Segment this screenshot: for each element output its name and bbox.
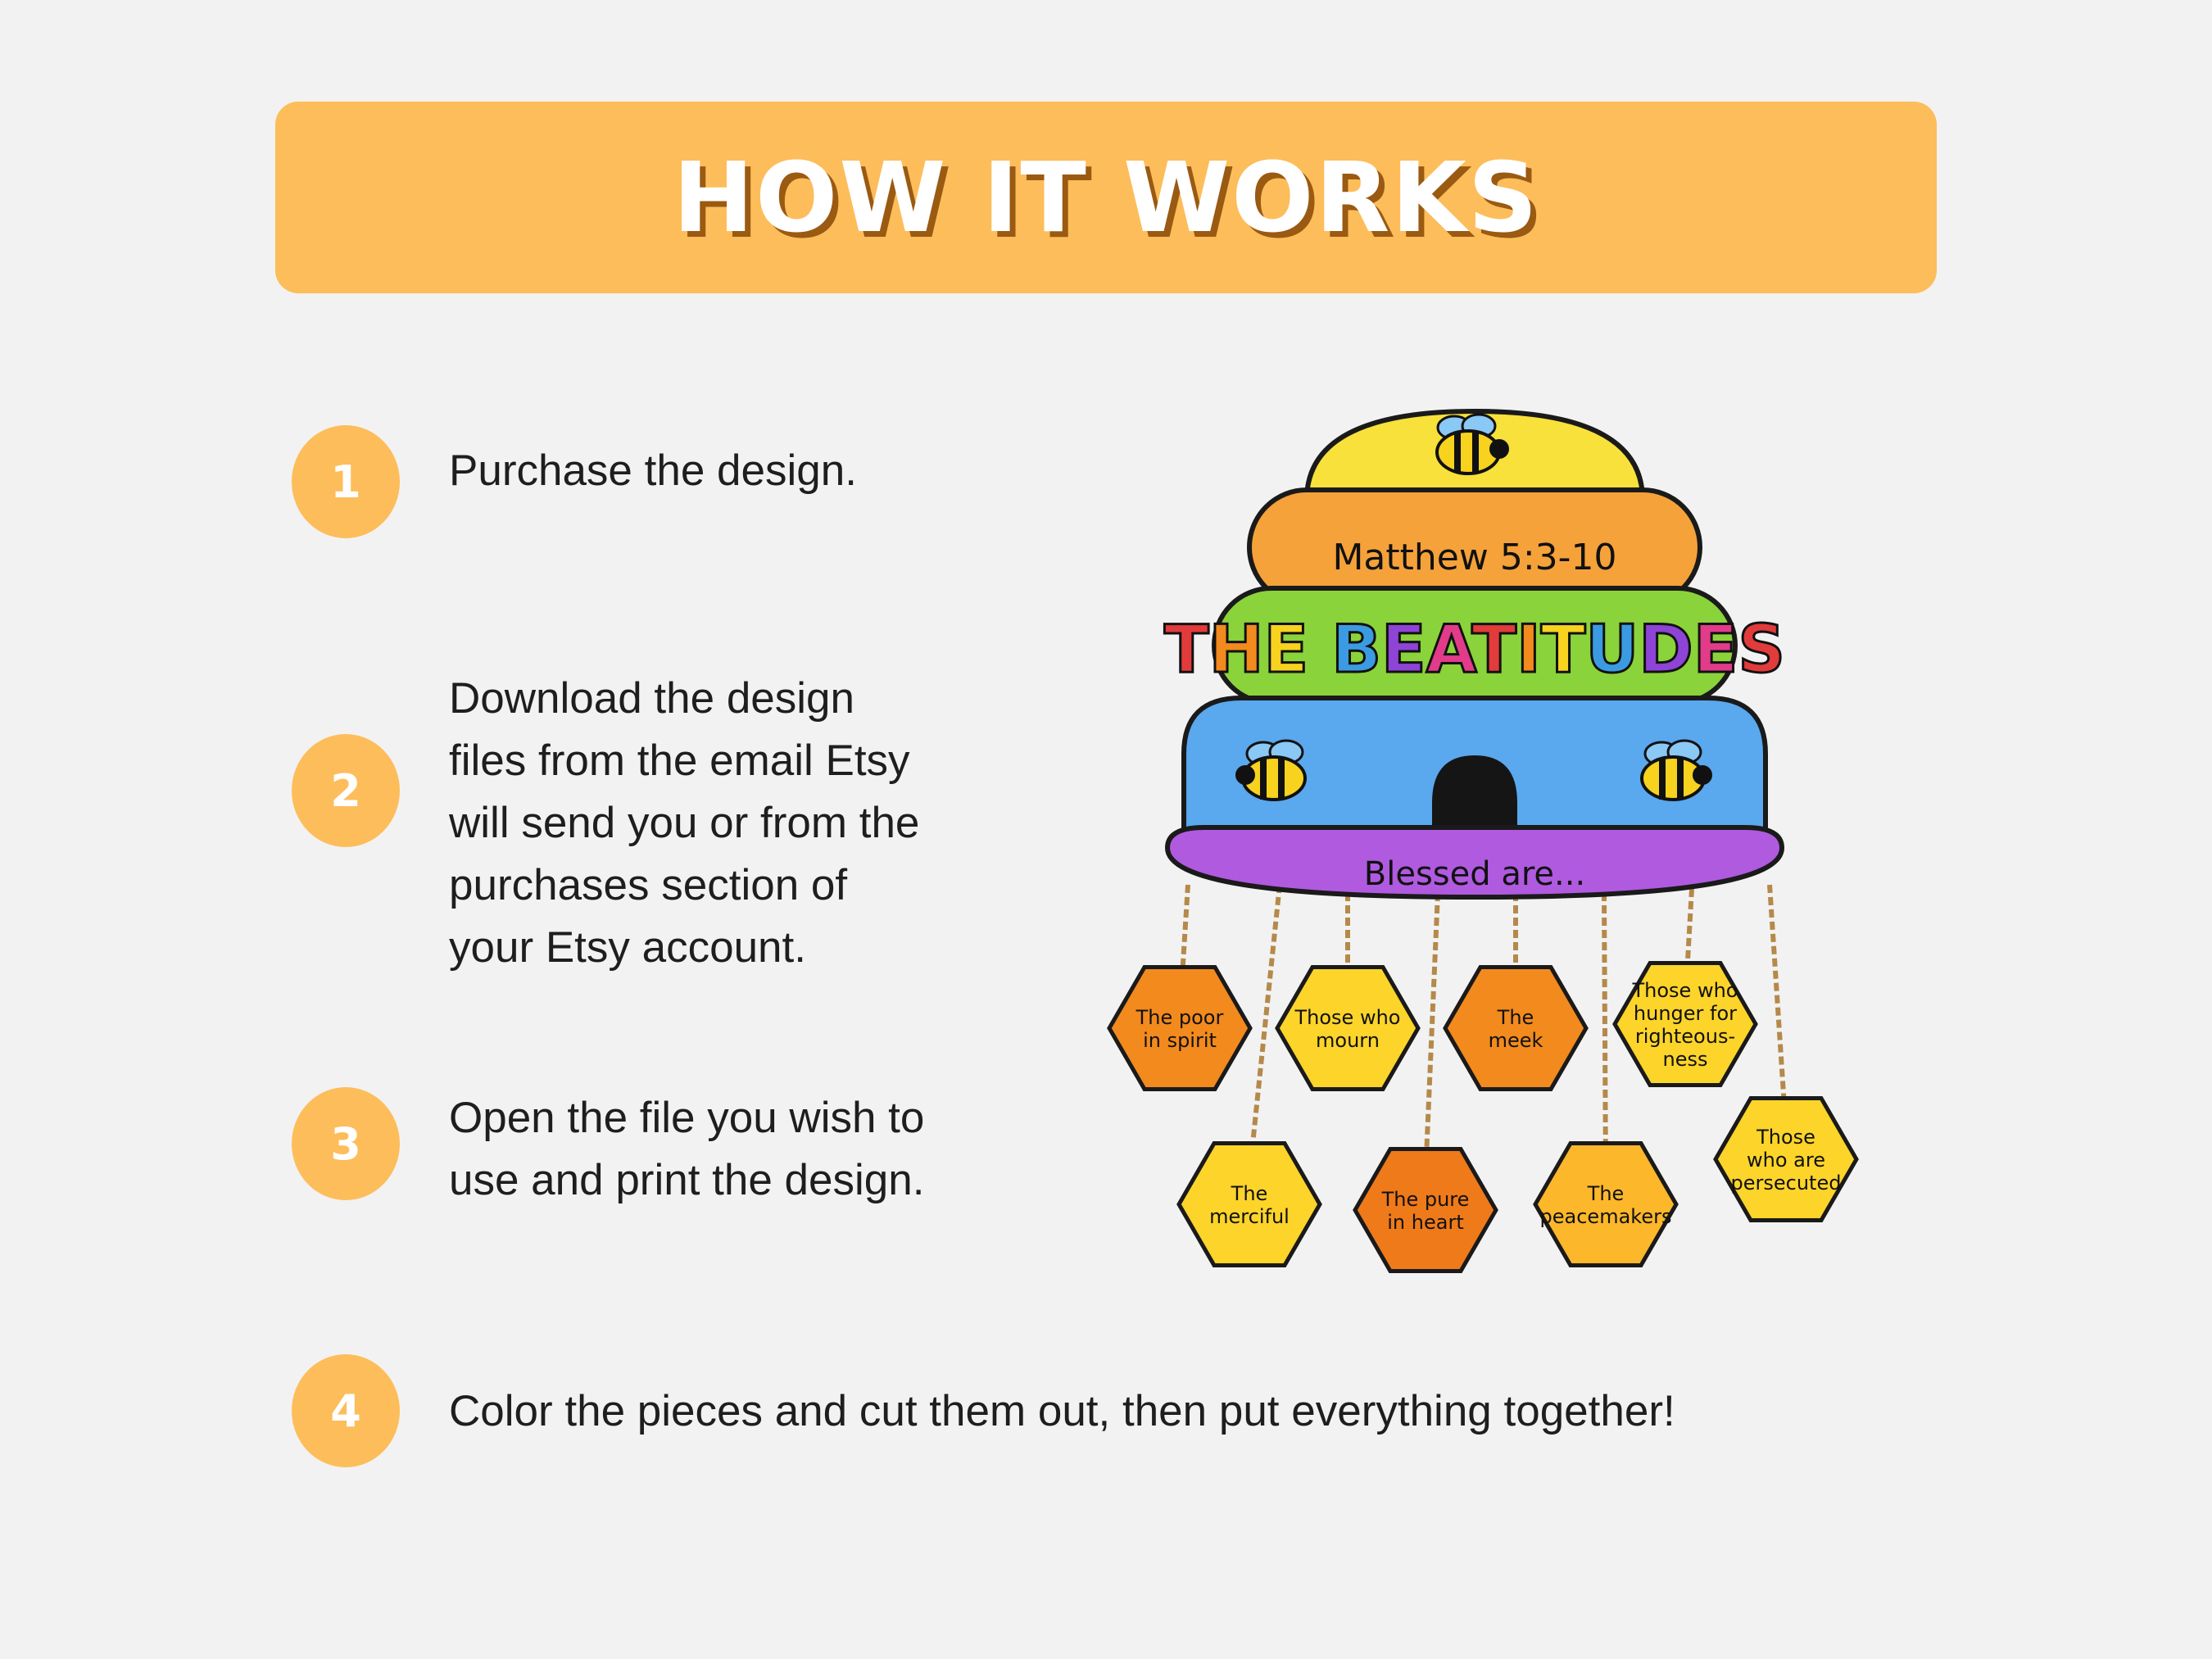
hexagon-label: The [1587, 1182, 1625, 1205]
hexagon-label: who are [1747, 1149, 1825, 1172]
step-3-text: Open the file you wish to use and print … [449, 1087, 924, 1212]
step-3-line: Open the file you wish to [449, 1094, 925, 1142]
hexagon-label: The poor [1135, 1006, 1224, 1029]
craft-title-letter: E [1381, 611, 1426, 687]
hexagon-label: merciful [1209, 1205, 1290, 1228]
hanging-strings [1177, 884, 1788, 1176]
hexagon-label: The [1497, 1006, 1534, 1029]
beehive-craft-illustration: Matthew 5:3-10 THE BEATITUDES Blessed ar… [1107, 408, 1859, 1273]
step-2-line: purchases section of [449, 861, 848, 909]
craft-title-letter: E [1693, 611, 1738, 687]
hexagon-label: Those who [1632, 979, 1738, 1002]
hexagon-shape [1612, 961, 1758, 1087]
craft-title-letter: T [1471, 611, 1516, 687]
step-1-badge: 1 [292, 425, 400, 538]
step-2-badge: 2 [292, 734, 400, 847]
craft-title-letter: B [1331, 611, 1381, 687]
hexagon-label: in spirit [1143, 1029, 1217, 1052]
header-banner: HOW IT WORKS [275, 102, 1937, 293]
craft-title-letter: D [1639, 611, 1693, 687]
hexagon-label: The pure [1381, 1188, 1470, 1211]
craft-title-letter: A [1426, 611, 1477, 687]
craft-title-letter: E [1264, 611, 1309, 687]
bee-icon [1640, 739, 1712, 801]
hexagon-label: ness [1663, 1048, 1708, 1071]
step-2-line: your Etsy account. [449, 923, 806, 972]
craft-title-letter: T [1541, 611, 1586, 687]
hexagon-label: meek [1489, 1029, 1543, 1052]
step-2-line: Download the design [449, 674, 855, 723]
hive-purple-base [1164, 825, 1785, 900]
step-2-line: files from the email Etsy [449, 737, 910, 785]
hexagon-label: in heart [1387, 1211, 1463, 1234]
craft-title-letter: H [1209, 611, 1264, 687]
step-2-line: will send you or from the [449, 799, 920, 847]
hexagon-label: mourn [1316, 1029, 1380, 1052]
hexagon-shape [1713, 1096, 1859, 1222]
hexagon-shape [1176, 1141, 1322, 1267]
verse-label: Matthew 5:3-10 [1332, 537, 1616, 578]
step-3-line: use and print the design. [449, 1156, 925, 1204]
step-4-text: Color the pieces and cut them out, then … [449, 1387, 1675, 1435]
hexagon-label: Those who [1294, 1006, 1401, 1029]
bee-icon [1235, 739, 1307, 801]
hexagon-label: hunger for [1634, 1002, 1737, 1025]
hexagon-label: peacemakers [1540, 1205, 1672, 1228]
step-4-badge: 4 [292, 1354, 400, 1467]
craft-title: THE BEATITUDES [1164, 611, 1785, 687]
hexagon-label: righteous- [1635, 1025, 1735, 1048]
hexagon-label: persecuted [1731, 1172, 1842, 1194]
hexagon-shape [1107, 965, 1253, 1091]
craft-title-letter: S [1738, 611, 1785, 687]
craft-title-letter: I [1516, 611, 1541, 687]
craft-title-letter: U [1585, 611, 1639, 687]
hexagon-shape [1353, 1147, 1498, 1273]
hexagon-shape [1443, 965, 1589, 1091]
hexagon-label: Those [1756, 1126, 1815, 1149]
hexagon-label: The [1231, 1182, 1268, 1205]
craft-title-letter [1308, 611, 1331, 687]
step-3-badge: 3 [292, 1087, 400, 1200]
bee-icon [1435, 413, 1509, 475]
hexagon-shape [1533, 1141, 1679, 1267]
step-2-text: Download the design files from the email… [449, 668, 919, 979]
step-1-text: Purchase the design. [449, 446, 857, 495]
hexagon-shape [1275, 965, 1421, 1091]
page-title: HOW IT WORKS [673, 141, 1539, 254]
craft-title-letter: T [1164, 611, 1209, 687]
blessed-label: Blessed are... [1364, 855, 1585, 893]
